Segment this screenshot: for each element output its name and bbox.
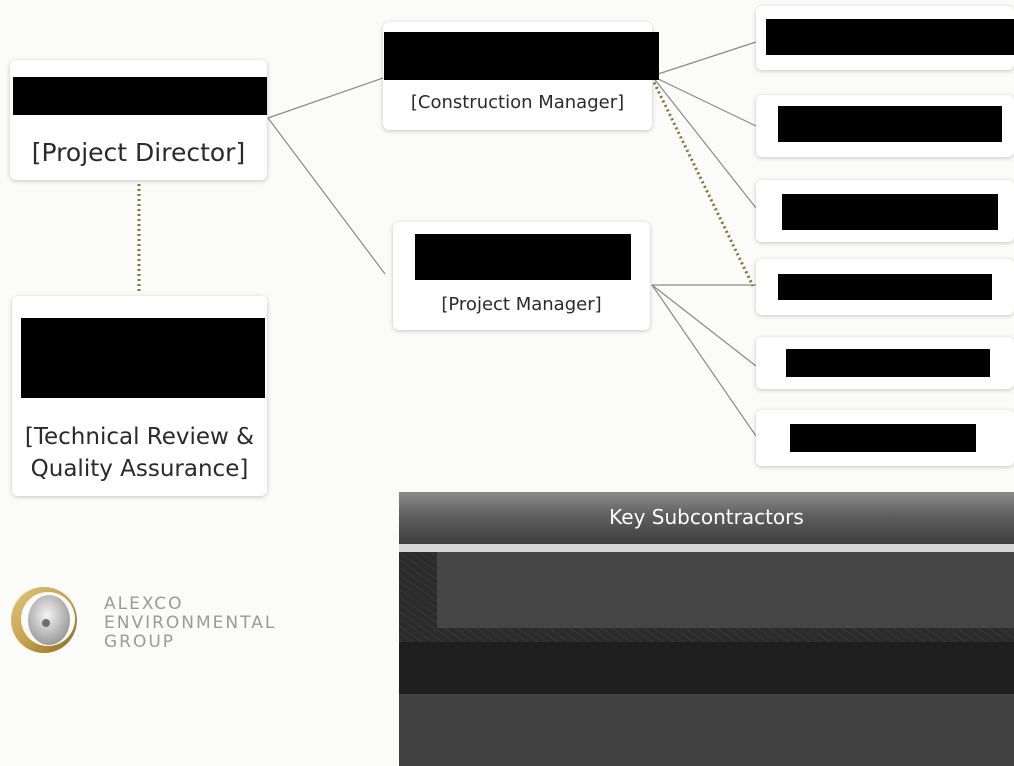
staff-box-1: [756, 6, 1014, 70]
obscured-band-3: [399, 694, 1014, 766]
staff-box-6: [756, 410, 1014, 466]
obscured-band-1: [437, 552, 1014, 628]
redacted-name: [790, 424, 976, 452]
redacted-name: [778, 106, 1002, 142]
construction-manager-role: [Construction Manager]: [410, 92, 625, 113]
construction-manager-box: [Construction Manager]: [383, 22, 659, 130]
staff-box-3: [756, 180, 1014, 242]
staff-box-2: [756, 95, 1014, 157]
staff-box-5: [756, 337, 1014, 389]
connector-cm-to-staff-2: [651, 75, 757, 127]
connector-cm-to-staff-3: [651, 75, 757, 209]
logo-line-3: GROUP: [104, 632, 176, 652]
obscured-band-2: [399, 642, 1014, 694]
redacted-name: [782, 194, 998, 230]
logo-line-1: ALEXCO: [104, 594, 184, 614]
connector-pm-to-staff-6: [651, 284, 757, 437]
connector-cm-to-staff-1: [651, 41, 757, 77]
connector-pm-to-staff-5: [651, 284, 757, 367]
redacted-name: [21, 318, 265, 398]
redacted-name: [786, 349, 990, 377]
redacted-name: [766, 19, 1014, 55]
project-manager-role: [Project Manager]: [441, 294, 602, 315]
project-manager-box: [Project Manager]: [393, 222, 650, 330]
alexco-ring-icon: [11, 587, 77, 653]
connector-director-to-project-manager: [267, 117, 386, 275]
redacted-name: [778, 274, 992, 300]
technical-review-role-line2: Quality Assurance]: [30, 456, 249, 482]
technical-review-role-line1: [Technical Review &: [24, 424, 255, 450]
staff-box-4: [756, 259, 1014, 315]
project-director-role: [Project Director]: [31, 138, 246, 167]
logo-line-2: ENVIRONMENTAL: [104, 613, 277, 633]
panel-divider: [399, 544, 1014, 552]
connector-director-to-construction-manager: [267, 77, 384, 119]
dotted-connector-cm-to-staff-4: [650, 77, 755, 287]
key-subcontractors-title: Key Subcontractors: [399, 492, 1014, 544]
alexco-logo: ALEXCO ENVIRONMENTAL GROUP: [8, 583, 348, 663]
redacted-name: [13, 77, 267, 115]
project-director-box: [Project Director]: [10, 60, 267, 180]
technical-review-box: [Technical Review & Quality Assurance]: [12, 296, 267, 496]
obscured-region: [399, 552, 1014, 766]
redacted-name: [384, 32, 659, 80]
key-subcontractors-panel: Key Subcontractors: [399, 492, 1014, 766]
redacted-name: [415, 234, 631, 280]
